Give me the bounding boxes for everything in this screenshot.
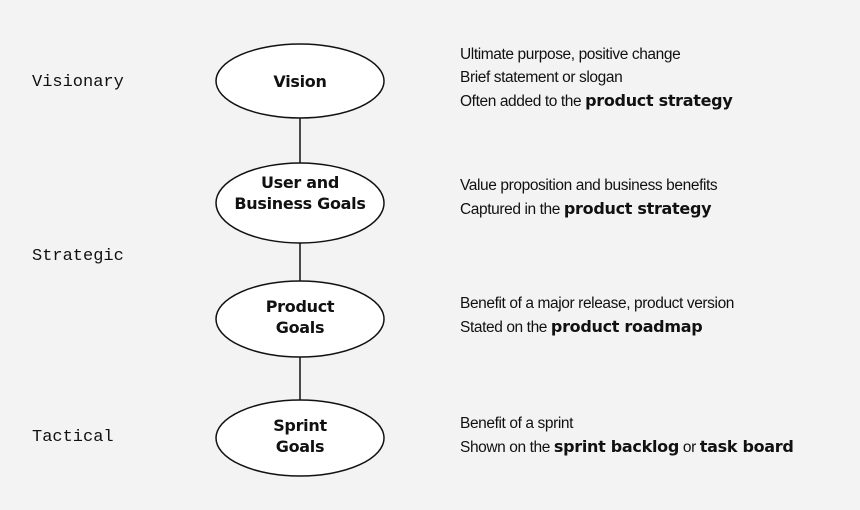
sprint-goals-node [215, 399, 385, 477]
user-business-goals-description-line-2: Captured in the product strategy [460, 197, 717, 221]
sprint-goals-node-label: Sprint Goals [220, 415, 380, 457]
user-business-goals-description-line-1: Value proposition and business benefits [460, 177, 718, 194]
product-goals-node [215, 280, 385, 358]
level-label-strategic: Strategic [32, 247, 124, 266]
product-goals-description-line-1: Benefit of a major release, product vers… [460, 295, 735, 312]
level-label-tactical: Tactical [32, 428, 114, 447]
user-business-goals-description-line-2-prefix: Captured in the [460, 201, 564, 218]
vision-description-line-2: Brief statement or slogan [460, 69, 623, 86]
product-goals-node-line-1: Product [265, 297, 335, 316]
sprint-goals-description-line-2: Shown on the sprint backlog or task boar… [460, 435, 794, 459]
user-business-goals-node [215, 162, 385, 244]
product-goals-node-label: Product Goals [220, 296, 380, 338]
vision-description-line-3: Often added to the product strategy [460, 89, 733, 113]
sprint-goals-description: Benefit of a sprint Shown on the sprint … [460, 412, 794, 459]
product-goals-node-line-2: Goals [275, 318, 325, 337]
sprint-goals-description-line-2-mid: or [678, 439, 700, 456]
user-business-goals-node-label: User and Business Goals [220, 172, 380, 214]
task-board-bold: task board [699, 437, 794, 456]
vision-description-line-3-bold: product strategy [585, 91, 733, 110]
sprint-goals-description-line-2-prefix: Shown on the [460, 439, 554, 456]
vision-description-line-1: Ultimate purpose, positive change [460, 46, 681, 63]
sprint-goals-node-line-1: Sprint [273, 416, 327, 435]
vision-description-line-3-prefix: Often added to the [460, 93, 586, 110]
product-goals-description-line-2-prefix: Stated on the [460, 319, 551, 336]
sprint-goals-node-line-2: Goals [275, 437, 325, 456]
user-business-goals-node-line-2: Business Goals [234, 194, 366, 213]
user-business-goals-description: Value proposition and business benefits … [460, 174, 718, 221]
vision-node-line-1: Vision [273, 72, 327, 91]
vision-description: Ultimate purpose, positive change Brief … [460, 43, 733, 113]
vision-node-label: Vision [220, 71, 380, 92]
product-goals-description-line-2-bold: product roadmap [550, 317, 703, 336]
product-goals-description-line-2: Stated on the product roadmap [460, 315, 734, 339]
sprint-goals-description-line-1: Benefit of a sprint [460, 415, 574, 432]
user-business-goals-node-line-1: User and [260, 173, 340, 192]
user-business-goals-description-line-2-bold: product strategy [563, 199, 712, 218]
sprint-backlog-bold: sprint backlog [553, 437, 679, 456]
level-label-visionary: Visionary [32, 73, 124, 92]
product-goals-description: Benefit of a major release, product vers… [460, 292, 734, 339]
vision-node [215, 43, 385, 119]
